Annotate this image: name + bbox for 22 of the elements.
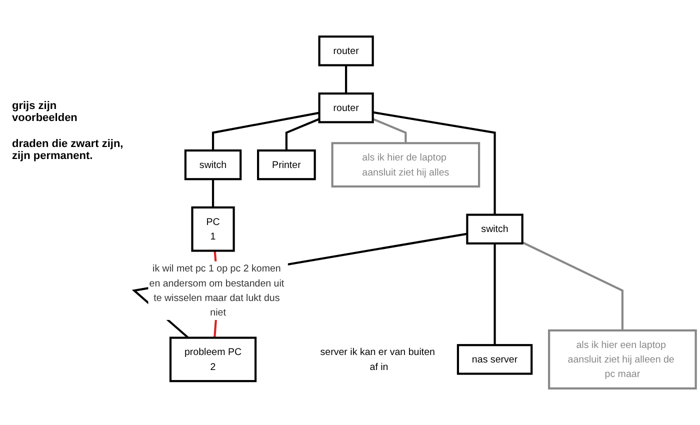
connector	[212, 112, 320, 150]
node-label: server ik kan er van buiten af in	[320, 346, 436, 372]
node-box: PC 1	[191, 206, 235, 252]
node-box: als ik hier een laptop aansluit ziet hij alleen de pc maar	[548, 329, 697, 390]
connector	[372, 118, 407, 144]
connector	[522, 241, 624, 330]
connector	[494, 243, 496, 346]
connector	[285, 118, 320, 150]
connector	[212, 179, 214, 208]
node-box: switch	[466, 214, 524, 244]
node-box: als ik hier de laptop aansluit ziet hij alles	[331, 142, 480, 188]
connector	[345, 65, 348, 94]
node-box: router	[318, 36, 374, 66]
note-text: draden die zwart zijn, zijn permanent.	[12, 138, 124, 162]
node-box: probleem PC 2	[169, 336, 257, 382]
note-text: grijs zijn voorbeelden	[12, 100, 78, 124]
node-box: nas server	[456, 344, 533, 375]
node-box: switch	[184, 149, 242, 180]
node-box: router	[318, 92, 374, 124]
node-box: Printer	[257, 149, 316, 180]
connector	[372, 111, 496, 215]
edge-label: ik wil met pc 1 op pc 2 komen en andersom om bestanden uit te wisselen maar dat lukt dus niet	[149, 262, 284, 318]
